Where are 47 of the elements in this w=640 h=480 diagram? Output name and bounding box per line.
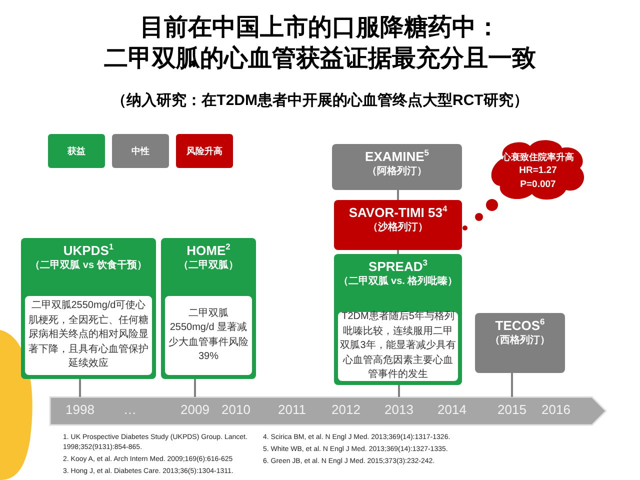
trial-name: HOME$^{2}$ bbox=[186, 242, 232, 259]
timeline-connector bbox=[79, 379, 81, 397]
trial-card bbox=[334, 254, 462, 385]
trial-card bbox=[332, 144, 462, 190]
trial-card bbox=[161, 238, 256, 379]
trial-name: EXAMINE$^{5}$ bbox=[364, 148, 430, 165]
year-label: … bbox=[122, 402, 138, 417]
year-label: 2016 bbox=[540, 402, 572, 417]
stat-text: P=0.007 bbox=[519, 178, 557, 192]
timeline-connector bbox=[511, 373, 513, 397]
trial-name: UKPDS$^{1}$ bbox=[62, 242, 115, 259]
timeline-connector bbox=[194, 379, 196, 397]
timeline-connector bbox=[397, 250, 399, 254]
legend-swatch: 中性 bbox=[112, 134, 169, 168]
trial-name: TECOS$^{6}$ bbox=[494, 317, 546, 334]
trial-card bbox=[21, 238, 156, 379]
year-label: 2014 bbox=[436, 402, 468, 417]
year-label: 2015 bbox=[496, 402, 528, 417]
title: 目前在中国上市的口服降糖药中：二甲双胍的心血管获益证据最充分且一致 bbox=[103, 13, 537, 74]
year-label: 2012 bbox=[330, 402, 362, 417]
timeline-connector bbox=[398, 385, 400, 397]
drug-text: （西格列汀） bbox=[489, 334, 551, 348]
year-label: 2010 bbox=[220, 402, 252, 417]
trial-card bbox=[334, 200, 462, 250]
year-label: 2011 bbox=[277, 402, 307, 417]
drug-text: （沙格列汀） bbox=[367, 221, 429, 235]
result-box bbox=[23, 294, 154, 377]
drug-text: （阿格列汀） bbox=[366, 165, 428, 179]
trial-name: SPREAD$^{3}$ bbox=[368, 258, 428, 275]
year-label: 1998 bbox=[64, 402, 96, 417]
result-text: 二甲双胍2550mg/d可使心肌梗死，全因死亡、任何糖尿病相关终点的相对风险显著下降，且具有心血管保护延续效应 bbox=[28, 299, 150, 372]
year-label: 2009 bbox=[180, 402, 210, 417]
year-label: 2013 bbox=[384, 402, 414, 417]
legend-swatch: 获益 bbox=[48, 134, 105, 168]
drug-text: （二甲双胍） bbox=[178, 259, 240, 273]
trial-name: SAVOR-TIMI 53$^{4}$ bbox=[348, 204, 448, 221]
trial-card bbox=[475, 313, 565, 373]
result-text: 二甲双胍 2550mg/d 显著减少大血管事件风险39% bbox=[168, 306, 250, 364]
result-text: T2DM患者随后5年与格列吡嗪比较，连续服用二甲双胍3年，能显著减少具有心血管高危因素主要心血管事件的发生 bbox=[340, 310, 456, 382]
subtitle: （纳入研究：在T2DM患者中开展的心血管终点大型RCT研究） bbox=[110, 91, 530, 110]
result-box bbox=[163, 294, 254, 377]
drug-text: （二甲双胍 vs 饮食干预） bbox=[29, 259, 148, 273]
timeline-connector bbox=[397, 190, 399, 200]
callout-text: 心衰致住院率升高 bbox=[500, 151, 575, 164]
stat-text: HR=1.27 bbox=[518, 164, 558, 178]
legend-swatch: 风险升高 bbox=[176, 134, 233, 168]
drug-text: （二甲双胍 vs. 格列吡嗪） bbox=[337, 275, 459, 289]
